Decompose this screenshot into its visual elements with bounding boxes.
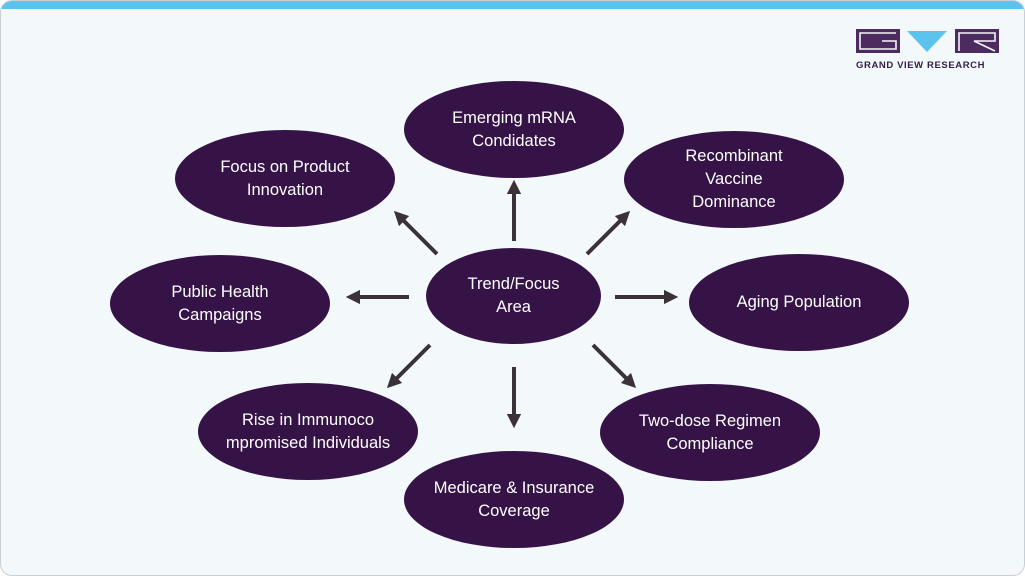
node-line: Recombinant [685,147,783,165]
node-line: Compliance [666,434,754,453]
arrow-up-right [585,210,631,256]
node-two-dose-regimen: Two-dose Regimen Compliance [600,384,820,481]
node-line: Public Health [171,282,269,301]
node-line: Aging Population [736,293,862,311]
gvr-logo-mark-icon [856,29,999,53]
brand-name: GRAND VIEW RESEARCH [856,60,986,71]
node-line: Coverage [478,501,550,520]
arrow-down-left [386,343,432,389]
node-public-health: Public Health Campaigns [110,255,330,352]
node-line: Dominance [692,193,776,211]
node-recombinant-vaccine: Recombinant Vaccine Dominance [624,131,844,228]
node-line: Campaigns [178,305,262,324]
grand-view-research-logo: GRAND VIEW RESEARCH [856,29,999,73]
node-line: Two-dose Regimen [638,411,782,430]
node-line: Focus on Product [220,157,350,176]
node-line: Medicare & Insurance [433,478,595,497]
node-line: Condidates [472,131,556,150]
node-medicare-insurance: Medicare & Insurance Coverage [404,451,624,548]
node-line: Rise in Immunoco [241,410,375,429]
node-line: Vaccine [705,170,763,188]
arrow-up-left [393,210,439,256]
node-emerging-mrna: Emerging mRNA Condidates [404,81,624,178]
node-immunocompromised: Rise in Immunoco mpromised Individuals [198,383,418,480]
node-line: mpromised Individuals [225,433,391,452]
center-node-label: Trend/Focus Area [467,275,560,316]
node-product-innovation: Focus on Product Innovation [175,130,395,227]
center-node: Trend/Focus Area [426,248,601,344]
node-line: Innovation [246,180,324,199]
top-accent-bar [1,1,1024,9]
arrow-down-right [591,343,637,389]
node-line: Emerging mRNA [452,108,576,127]
node-aging-population: Aging Population [689,254,909,351]
